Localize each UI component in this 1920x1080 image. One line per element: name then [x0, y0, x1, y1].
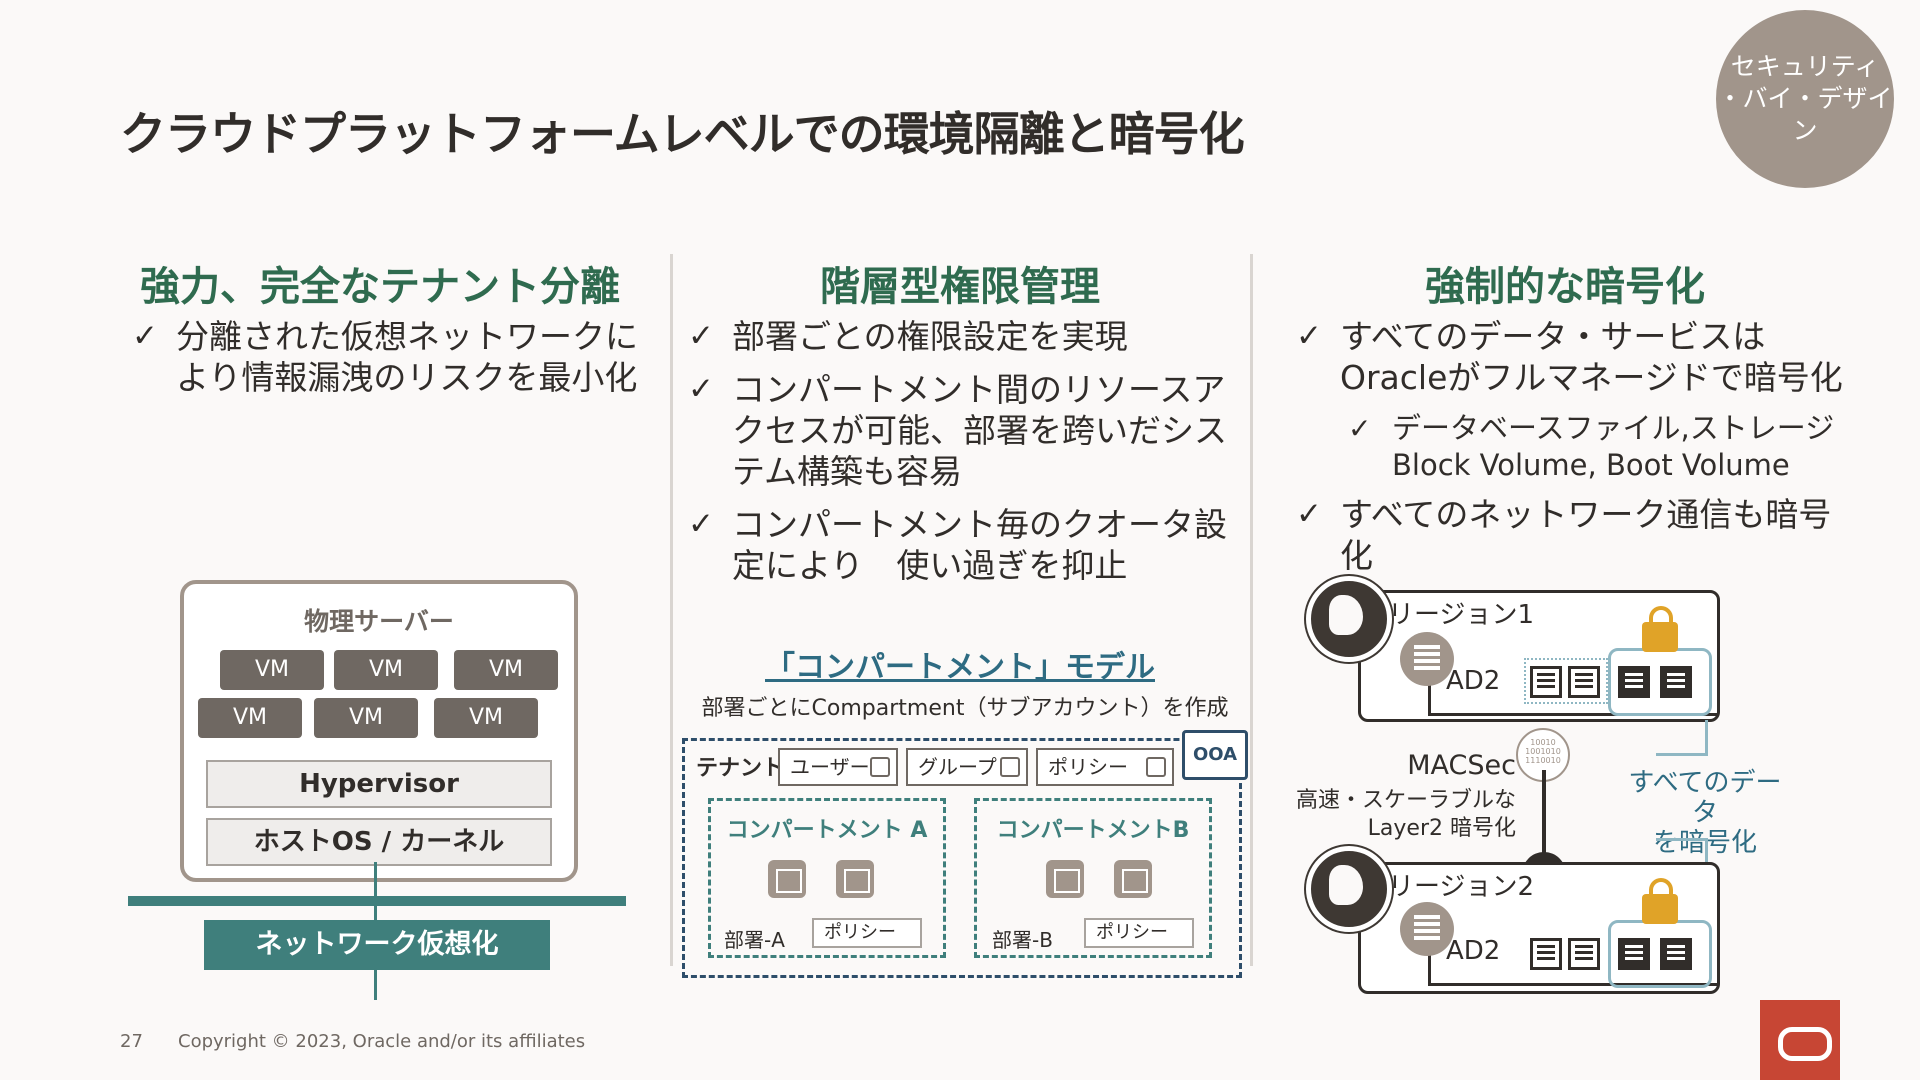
compartment-b-label: コンパートメントB [996, 818, 1190, 843]
compartment-model-title: 「コンパートメント」モデル [765, 650, 1155, 685]
policy-a-chip: ポリシー [812, 918, 922, 948]
dept-b-label: 部署-B [992, 928, 1053, 952]
network-virtualization-box: ネットワーク仮想化 [204, 920, 550, 970]
oracle-logo [1760, 1000, 1840, 1080]
bullet-item: コンパートメント間のリソースアクセスが可能、部署を跨いだシステム構築も容易 [688, 369, 1238, 492]
building-icon [1400, 632, 1454, 686]
server-icon [1568, 938, 1600, 970]
server-icon [1618, 938, 1650, 970]
dept-a-label: 部署-A [724, 928, 785, 952]
server-icon [1660, 938, 1692, 970]
page-number: 27 [120, 1031, 143, 1052]
server-icon [1530, 938, 1562, 970]
encrypted-server-group [1524, 658, 1608, 704]
compartment-a-label: コンパートメント A [726, 818, 928, 843]
ad1-box [1428, 656, 1718, 716]
connector-bracket [1656, 720, 1708, 756]
region2-label: リージョン2 [1388, 872, 1535, 902]
hypervisor-layer: Hypervisor [206, 760, 552, 808]
building-icon [1400, 902, 1454, 956]
bullet-item: すべてのネットワーク通信も暗号化 [1296, 494, 1856, 576]
lock-icon [1642, 878, 1678, 924]
heading-tenant-isolation: 強力、完全なテナント分離 [140, 264, 620, 310]
encrypt-label-line2: を暗号化 [1652, 828, 1757, 858]
host-os-layer: ホストOS / カーネル [206, 818, 552, 866]
ad2-box [1428, 926, 1718, 986]
server-icon [1618, 666, 1650, 698]
bullet-item: 分離された仮想ネットワークにより情報漏洩のリスクを最小化 [132, 316, 652, 398]
security-badge: セキュリティ ・バイ・デザイン [1716, 10, 1894, 188]
badge-line1: セキュリティ [1730, 52, 1880, 81]
copyright-text: Copyright © 2023, Oracle and/or its affi… [178, 1031, 586, 1052]
macsec-sub2: Layer2 暗号化 [1367, 816, 1516, 841]
region1-label: リージョン1 [1388, 600, 1535, 630]
sub-bullet-line2: Block Volume, Boot Volume [1392, 448, 1790, 482]
bullet-item: コンパートメント毎のクオータ設定により 使い過ぎを抑止 [688, 504, 1238, 586]
column-divider [670, 254, 673, 966]
badge-line2: ・バイ・デザイン [1717, 84, 1893, 145]
policy-chip: ポリシー [1036, 748, 1174, 786]
physical-server-box: 物理サーバー VM VM VM VM VM VM Hypervisor ホストO… [180, 580, 578, 882]
compartment-model-subtitle: 部署ごとにCompartment（サブアカウント）を作成 [701, 696, 1229, 721]
macsec-label: MACSec [1407, 750, 1516, 781]
heading-hierarchical-permissions: 階層型権限管理 [820, 264, 1100, 310]
storage-icon [1114, 860, 1152, 898]
database-icon [1046, 860, 1084, 898]
sub-bullet-line1: データベースファイル,ストレージ [1392, 411, 1835, 445]
compartment-a-box [708, 798, 946, 958]
vm-box: VM [220, 650, 324, 690]
macsec-link-line [1542, 770, 1546, 870]
group-icon [1000, 757, 1020, 777]
bullet-list-isolation: 分離された仮想ネットワークにより情報漏洩のリスクを最小化 [132, 316, 652, 410]
column-divider [1250, 254, 1253, 966]
tenant-box [682, 738, 1242, 978]
bullet-item: 部署ごとの権限設定を実現 [688, 316, 1238, 357]
encrypt-label-line1: すべてのデータ [1628, 768, 1782, 828]
user-icon [870, 757, 890, 777]
network-line [128, 896, 626, 906]
policy-chip-label: ポリシー [1048, 755, 1128, 779]
slide-title: クラウドプラットフォームレベルでの環境隔離と暗号化 [120, 107, 1245, 161]
storage-icon [836, 860, 874, 898]
server-icon [1530, 666, 1562, 698]
compartment-b-box [974, 798, 1212, 958]
user-chip-label: ユーザー [790, 755, 870, 779]
server-label: 物理サーバー [304, 607, 454, 636]
vm-box: VM [198, 698, 302, 738]
lock-icon [1642, 606, 1678, 652]
tenant-label: テナント [696, 756, 785, 781]
bullet-item: すべてのデータ・サービスはOracleがフルマネージドで暗号化 [1296, 316, 1856, 398]
group-chip: グループ [906, 748, 1028, 786]
policy-b-chip: ポリシー [1084, 918, 1194, 948]
bullet-list-encryption: すべてのデータ・サービスはOracleがフルマネージドで暗号化 データベースファ… [1296, 316, 1856, 588]
sub-bullet-item: データベースファイル,ストレージ Block Volume, Boot Volu… [1296, 410, 1856, 484]
ad2-label: AD2 [1446, 936, 1501, 966]
server-icon [1568, 666, 1600, 698]
vm-box: VM [454, 650, 558, 690]
bullet-list-permissions: 部署ごとの権限設定を実現 コンパートメント間のリソースアクセスが可能、部署を跨い… [688, 316, 1238, 598]
vm-box: VM [334, 650, 438, 690]
encrypt-all-data-label: すべてのデータ を暗号化 [1620, 768, 1790, 858]
vm-box: VM [314, 698, 418, 738]
connector-bracket [1656, 838, 1708, 882]
globe-icon [1306, 576, 1392, 662]
policy-icon [1146, 757, 1166, 777]
ad1-label: AD2 [1446, 666, 1501, 696]
macsec-sub1: 高速・スケーラブルな [1295, 788, 1516, 813]
folder-icon: OOA [1182, 730, 1248, 780]
user-chip: ユーザー [778, 748, 898, 786]
globe-icon [1306, 846, 1392, 932]
heading-forced-encryption: 強制的な暗号化 [1425, 264, 1705, 310]
database-icon [768, 860, 806, 898]
group-chip-label: グループ [918, 755, 997, 779]
vm-box: VM [434, 698, 538, 738]
server-icon [1660, 666, 1692, 698]
